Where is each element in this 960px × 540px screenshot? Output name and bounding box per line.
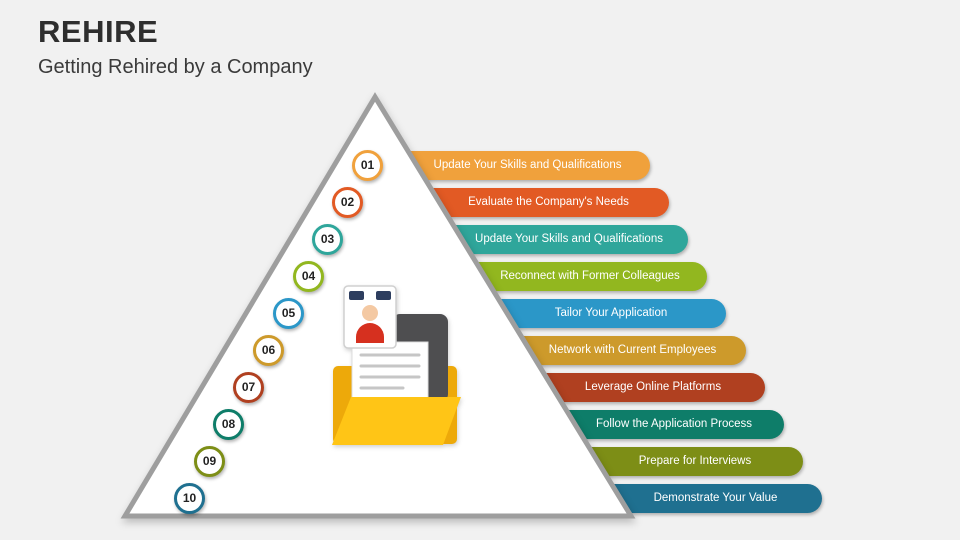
step-label: Reconnect with Former Colleagues — [500, 270, 680, 282]
step-number-badge: 09 — [194, 446, 225, 477]
step-label: Leverage Online Platforms — [584, 381, 722, 393]
step-number-badge: 08 — [213, 409, 244, 440]
step-label: Network with Current Employees — [548, 344, 717, 356]
step-label: Demonstrate Your Value — [653, 492, 778, 504]
step-label: Update Your Skills and Qualifications — [433, 159, 622, 171]
step-number-badge: 03 — [312, 224, 343, 255]
step-label: Follow the Application Process — [596, 418, 752, 430]
step-number-badge: 10 — [174, 483, 205, 514]
slide-title: REHIRE — [38, 14, 159, 49]
step-number-badge: 07 — [233, 372, 264, 403]
slide-subtitle: Getting Rehired by a Company — [38, 56, 313, 78]
step-label: Update Your Skills and Qualifications — [475, 233, 663, 245]
step-label: Evaluate the Company's Needs — [468, 196, 629, 208]
step-label: Tailor Your Application — [554, 307, 668, 319]
slide-header: REHIRE Getting Rehired by a Company — [38, 14, 313, 79]
step-number-badge: 01 — [352, 150, 383, 181]
step-number-badge: 06 — [253, 335, 284, 366]
step-number-badge: 05 — [273, 298, 304, 329]
step-number-badge: 02 — [332, 187, 363, 218]
step-label: Prepare for Interviews — [638, 455, 752, 467]
step-number-badge: 04 — [293, 261, 324, 292]
